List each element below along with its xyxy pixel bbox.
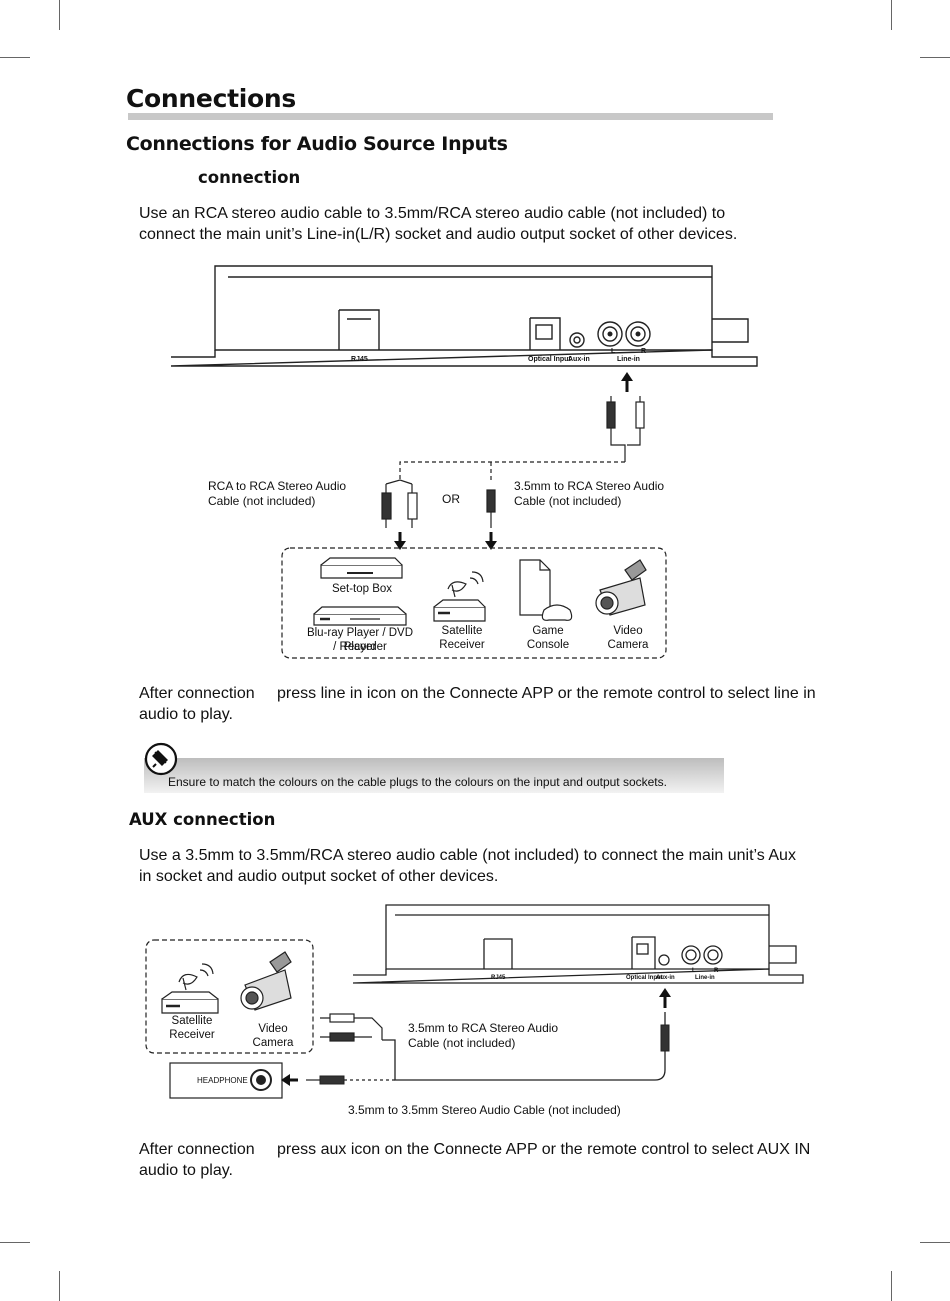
title-rule [128,113,773,120]
aux-port-aux: Aux-in [656,975,675,981]
section-title: Connections for Audio Source Inputs [126,133,508,155]
cable-label-rca-2: Cable (not included) [208,494,316,508]
aux-port-l: L [692,968,696,974]
aux-intro-1: Use a 3.5mm to 3.5mm/RCA stereo audio ca… [139,847,796,864]
port-label-l: L [611,348,616,355]
aux-heading: AUX connection [129,810,276,829]
page-title: Connections [126,84,296,113]
port-label-r: R [641,348,647,355]
note-bar [144,758,724,793]
aux-satellite-1: Satellite [171,1015,213,1027]
crop-mark [59,0,60,30]
port-label-aux: Aux-in [568,356,590,363]
crop-mark [0,57,30,58]
crop-mark [920,1242,950,1243]
device-label-video-1: Video [613,625,643,637]
crop-mark [920,57,950,58]
aux-after-2: audio to play. [139,1162,233,1179]
port-label-rj45: RJ45 [351,356,368,363]
aux-cable-label-1: 3.5mm to RCA Stereo Audio [408,1021,559,1035]
note-text: Ensure to match the colours on the cable… [168,775,667,789]
device-label-game-2: Console [526,639,570,651]
port-label-line: Line-in [617,356,640,363]
aux-video-2: Camera [252,1037,294,1049]
port-label-optical: Optical Input [528,356,571,363]
aux-port-r: R [714,968,719,974]
aux-port-line: Line-in [695,975,715,981]
device-label-settop: Set-top Box [331,583,393,595]
crop-mark [891,0,892,30]
cable-label-35-1: 3.5mm to RCA Stereo Audio [514,479,665,493]
aux-intro-2: in socket and audio output socket of oth… [139,868,499,885]
line-in-intro-2: connect the main unit’s Line-in(L/R) soc… [139,226,738,243]
aux-satellite-2: Receiver [169,1029,215,1041]
device-label-satellite-2: Receiver [439,639,485,651]
or-label: OR [442,492,460,506]
aux-video-1: Video [258,1023,288,1035]
aux-port-rj45: RJ45 [491,975,506,981]
aux-after-a: After connection [139,1141,255,1158]
aux-cable-bottom: 3.5mm to 3.5mm Stereo Audio Cable (not i… [348,1103,621,1117]
crop-mark [0,1242,30,1243]
cable-label-35-2: Cable (not included) [514,494,622,508]
crop-mark [891,1271,892,1301]
aux-after-b: press aux icon on the Connecte APP or th… [277,1141,811,1158]
aux-port-optical: Optical Input [626,975,663,981]
line-in-after-2: audio to play. [139,706,233,723]
headphone-label: HEADPHONE [197,1076,248,1085]
device-label-satellite-1: Satellite [441,625,483,637]
device-label-bluray-2: / Recorder [333,641,387,653]
line-in-heading: connection [198,168,301,187]
cable-label-rca-1: RCA to RCA Stereo Audio [208,479,347,493]
line-in-after-b: press line in icon on the Connecte APP o… [277,685,816,702]
line-in-after-a: After connection [139,685,255,702]
device-label-video-2: Camera [607,639,649,651]
device-label-bluray-1: Blu-ray Player / DVD Player [306,627,414,653]
crop-mark [59,1271,60,1301]
line-in-intro-1: Use an RCA stereo audio cable to 3.5mm/R… [139,205,726,222]
device-label-game-1: Game [532,625,564,637]
aux-cable-label-2: Cable (not included) [408,1036,516,1050]
pin-icon [144,742,178,776]
